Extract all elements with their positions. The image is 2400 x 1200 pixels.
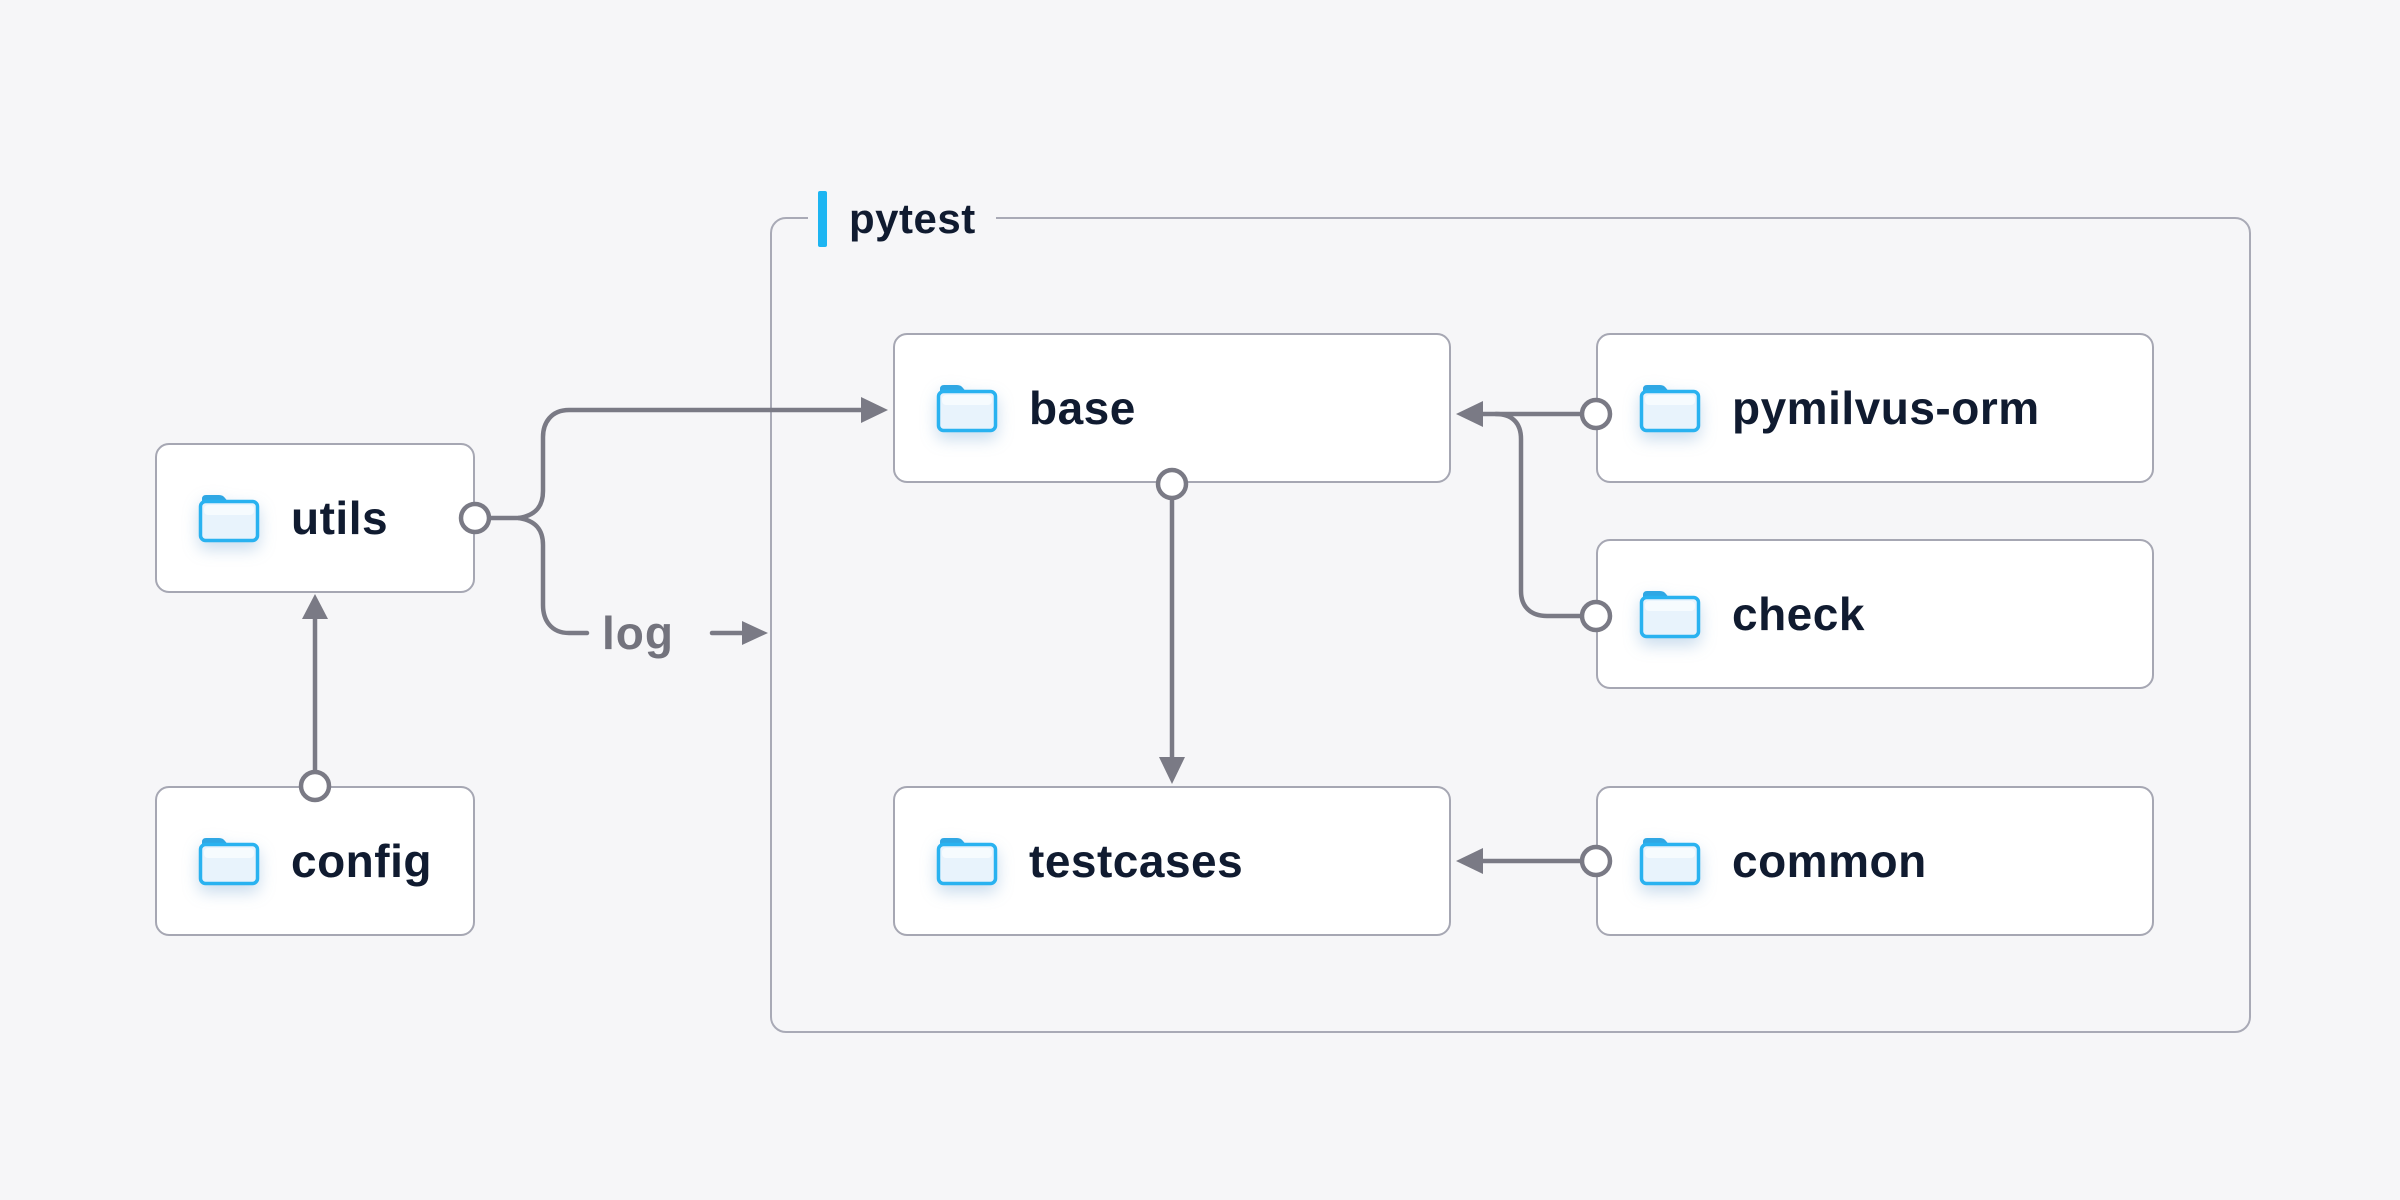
node-label: testcases [1029, 835, 1244, 887]
node-config: config [155, 786, 475, 936]
node-base: base [893, 333, 1451, 483]
node-label: common [1732, 835, 1927, 887]
edge-config-to-utils [298, 594, 332, 803]
folder-icon [198, 838, 260, 886]
node-check: check [1596, 539, 2154, 689]
folder-icon [198, 495, 260, 543]
group-pytest-label: pytest [808, 185, 996, 253]
node-label: config [291, 835, 432, 887]
arrowhead-right-icon [742, 621, 768, 645]
arrowhead-up-icon [302, 594, 328, 619]
folder-icon [936, 838, 998, 886]
edge-label-log: log [602, 607, 674, 659]
node-label: check [1732, 588, 1865, 640]
group-title: pytest [849, 195, 976, 242]
node-label: base [1029, 382, 1136, 434]
node-pymilvus-orm: pymilvus-orm [1596, 333, 2154, 483]
folder-icon [1639, 385, 1701, 433]
folder-icon [1639, 591, 1701, 639]
node-label: utils [291, 492, 389, 544]
node-common: common [1596, 786, 2154, 936]
node-utils: utils [155, 443, 475, 593]
node-testcases: testcases [893, 786, 1451, 936]
node-label: pymilvus-orm [1732, 382, 2040, 434]
folder-icon [1639, 838, 1701, 886]
group-pytest: pytest [770, 185, 2251, 1033]
folder-icon [936, 385, 998, 433]
accent-bar-icon [818, 191, 827, 247]
